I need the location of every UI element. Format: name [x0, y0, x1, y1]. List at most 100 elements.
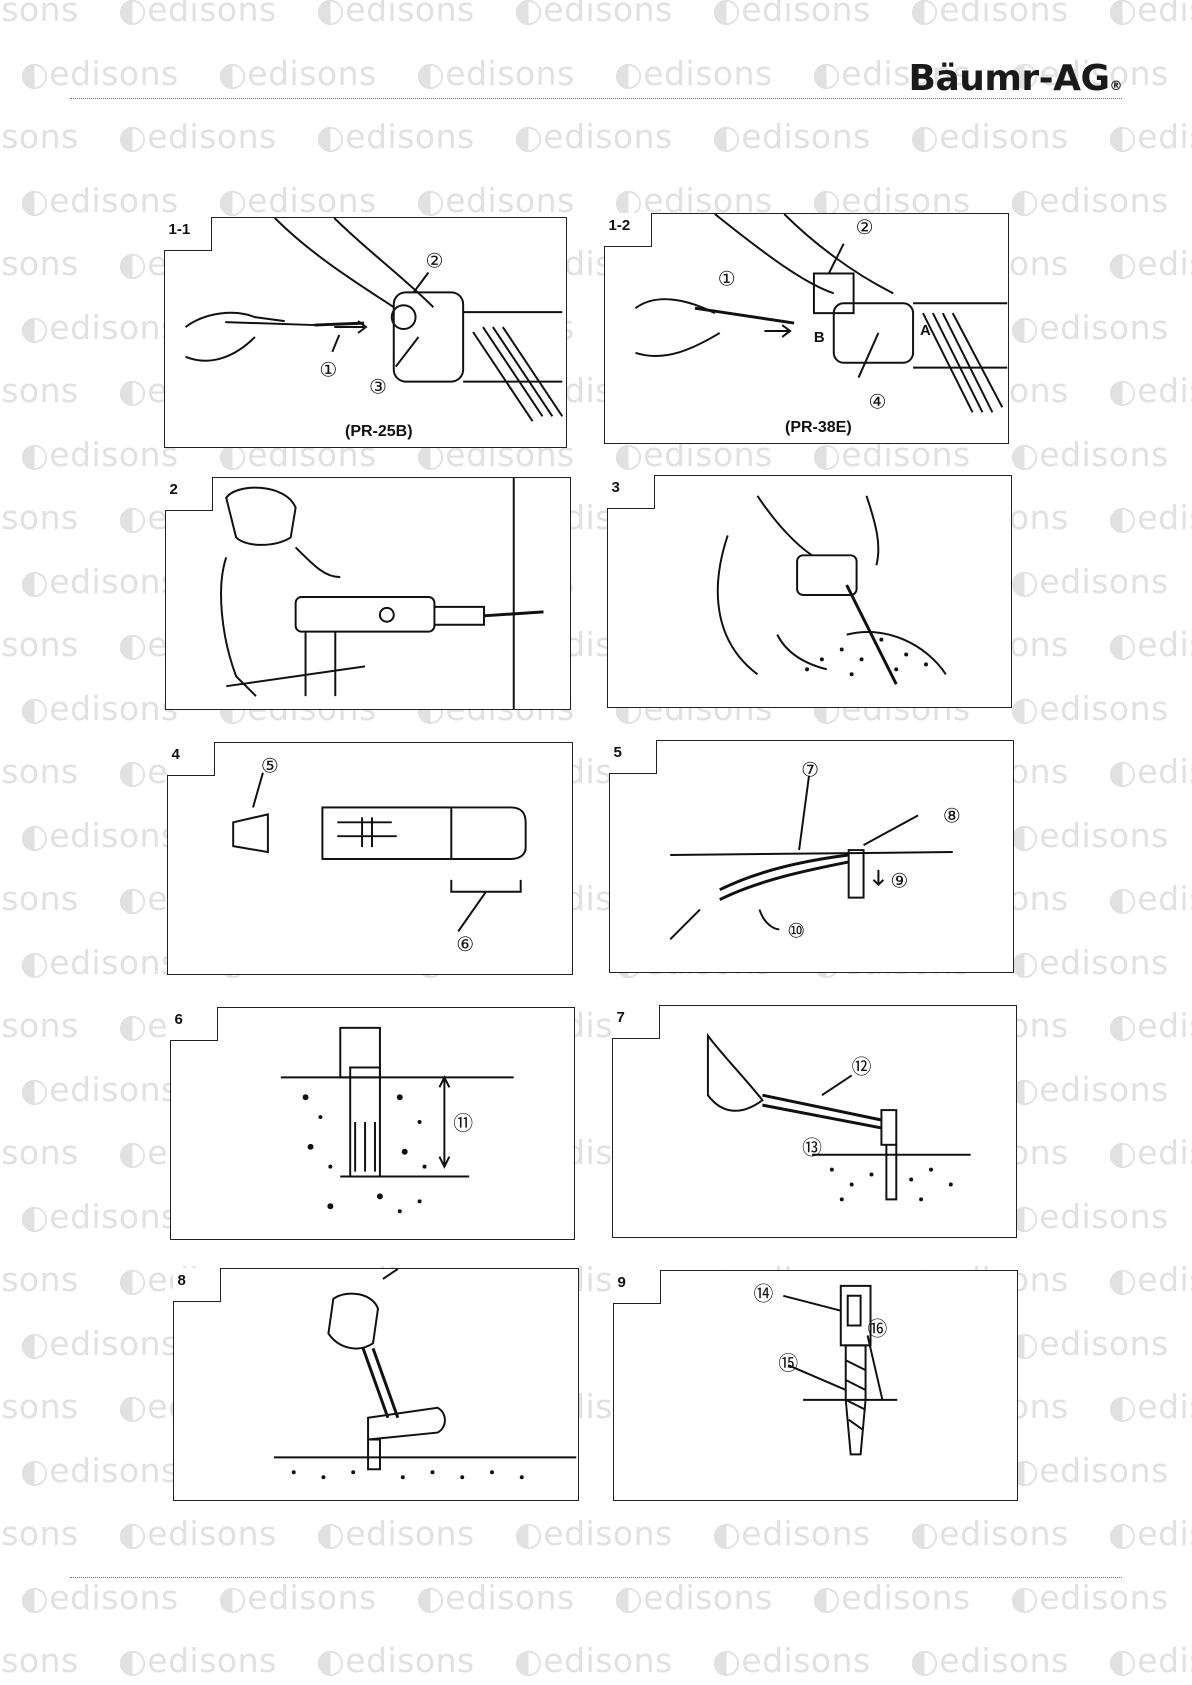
callout-10: ⑩: [787, 920, 805, 942]
watermark-text: ◐edisons: [812, 53, 971, 93]
watermark-text: ◐edisons: [416, 180, 575, 220]
watermark-text: ◐edisons: [1010, 688, 1169, 728]
callout-1: ①: [718, 268, 736, 290]
figure-number: 5: [613, 743, 622, 761]
callout-2: ②: [425, 251, 443, 273]
watermark-text: ◐edisons: [0, 1260, 79, 1299]
watermark-text: ◐edisons: [1010, 1069, 1169, 1109]
watermark-text: ◐edisons: [118, 117, 277, 156]
watermark-text: ◐edisons: [1010, 815, 1169, 855]
brand-logo: Bäumr-AG®: [909, 58, 1123, 99]
figure-8-illustration: [273, 1269, 577, 1480]
watermark-text: ◐edisons: [118, 1514, 277, 1553]
watermark-text: ◐edisons: [0, 1133, 79, 1172]
watermark-text: ◐edisons: [1010, 1450, 1169, 1490]
watermark-text: ◐edisons: [514, 1641, 673, 1680]
watermark-text: ◐edisons: [0, 1514, 79, 1553]
figure-9: 9 ⑭ ⑮ ⑯: [612, 1269, 1018, 1501]
figure-1-1: 1-1 ① ② ③ (PR-25B): [163, 216, 567, 448]
figure-tab: 5: [608, 739, 657, 774]
watermark-text: ◐edisons: [20, 1069, 179, 1109]
callout-5: ⑤: [261, 756, 279, 778]
watermark-text: ◐edisons: [316, 1641, 475, 1680]
watermark-text: ◐edisons: [218, 1577, 377, 1617]
callout-13: ⑬: [802, 1138, 822, 1160]
watermark-text: ◐edisons: [812, 1577, 971, 1617]
watermark-text: ◐edisons: [1010, 1323, 1169, 1363]
watermark-text: ◐edisons: [20, 307, 179, 347]
figure-number: 1-1: [168, 220, 191, 238]
watermark-text: ◐edisons: [416, 53, 575, 93]
watermark-text: ◐edisons: [1108, 752, 1192, 791]
figure-9-illustration: ⑭ ⑮ ⑯: [754, 1284, 898, 1456]
footer-rule: [70, 1577, 1122, 1578]
watermark-row: ◐edisons ◐edisons ◐edisons ◐edisons ◐edisons…: [0, 117, 1192, 156]
watermark-text: ◐edisons: [910, 1514, 1069, 1553]
watermark-text: ◐edisons: [20, 688, 179, 728]
watermark-text: ◐edisons: [1108, 0, 1192, 29]
figure-5: 5 ⑦ ⑧ ⑨ ⑩: [608, 739, 1014, 973]
watermark-text: ◐edisons: [20, 1323, 179, 1363]
callout-16: ⑯: [868, 1318, 888, 1340]
watermark-text: ◐edisons: [218, 53, 377, 93]
watermark-text: ◐edisons: [514, 117, 673, 156]
watermark-text: ◐edisons: [118, 1641, 277, 1680]
figure-6-illustration: ⑪: [280, 1026, 514, 1214]
watermark-text: ◐edisons: [910, 117, 1069, 156]
figure-number: 2: [169, 480, 178, 498]
watermark-text: ◐edisons: [910, 1641, 1069, 1680]
callout-3: ③: [369, 376, 387, 398]
callout-8: ⑧: [943, 805, 961, 827]
watermark-text: ◐edisons: [0, 117, 79, 156]
callout-12: ⑫: [852, 1056, 872, 1078]
watermark-text: ◐edisons: [20, 434, 179, 474]
figure-tab: 6: [169, 1006, 218, 1041]
figure-tab: 9: [612, 1269, 661, 1304]
watermark-text: ◐edisons: [1108, 1006, 1192, 1045]
watermark-text: ◐edisons: [614, 53, 773, 93]
watermark-text: ◐edisons: [1108, 117, 1192, 156]
figure-4-illustration: ⑤ ⑥: [232, 756, 527, 956]
watermark-text: ◐edisons: [1010, 434, 1169, 474]
watermark-text: ◐edisons: [1108, 371, 1192, 410]
watermark-row: ◐edisons◐edisons◐edisons◐edisons◐edisons…: [0, 1641, 1192, 1680]
watermark-text: ◐edisons: [0, 244, 79, 283]
watermark-text: ◐edisons: [316, 117, 475, 156]
callout-2: ②: [856, 217, 874, 239]
page-header: Bäumr-AG®: [0, 0, 1192, 100]
callout-9: ⑨: [890, 871, 908, 893]
figure-8: 8: [172, 1267, 579, 1501]
watermark-text: ◐edisons: [1010, 180, 1169, 220]
figure-1-2: 1-2 ① ② ④ B A (PR-38E): [603, 212, 1009, 444]
watermark-text: ◐edisons: [20, 942, 179, 982]
callout-6: ⑥: [456, 934, 474, 956]
figure-tab: 3: [606, 474, 655, 509]
watermark-text: ◐edisons: [316, 0, 475, 29]
callout-14: ⑭: [754, 1284, 774, 1306]
callout-7: ⑦: [801, 760, 819, 782]
watermark-text: ◐edisons: [0, 0, 79, 29]
watermark-text: ◐edisons: [1108, 1133, 1192, 1172]
figure-number: 1-2: [608, 216, 631, 234]
figure-number: 9: [617, 1273, 626, 1291]
figure-7: 7 ⑫ ⑬: [611, 1004, 1017, 1238]
figure-2: 2: [164, 476, 571, 710]
watermark-text: ◐edisons: [514, 0, 673, 29]
registered-mark: ®: [1109, 79, 1123, 94]
watermark-text: ◐edisons: [20, 561, 179, 601]
figure-number: 8: [177, 1271, 186, 1289]
figure-6: 6 ⑪: [169, 1006, 575, 1240]
header-rule: [70, 98, 1122, 99]
watermark-text: ◐edisons: [416, 1577, 575, 1617]
watermark-text: ◐edisons: [614, 1577, 773, 1617]
watermark-text: ◐edisons: [1010, 561, 1169, 601]
label-b: B: [814, 330, 825, 346]
watermark-text: ◐edisons: [1010, 1196, 1169, 1236]
watermark-row: ◐edisons◐edisons◐edisons◐edisons◐edisons…: [20, 181, 1192, 220]
figure-1-2-illustration: ① ② ④ B A: [634, 214, 1008, 413]
figure-tab: 1-2: [603, 212, 652, 247]
figure-number: 3: [611, 478, 620, 496]
watermark-text: ◐edisons: [20, 1196, 179, 1236]
watermark-text: ◐edisons: [1010, 307, 1169, 347]
figure-4: 4 ⑤ ⑥: [166, 741, 573, 975]
